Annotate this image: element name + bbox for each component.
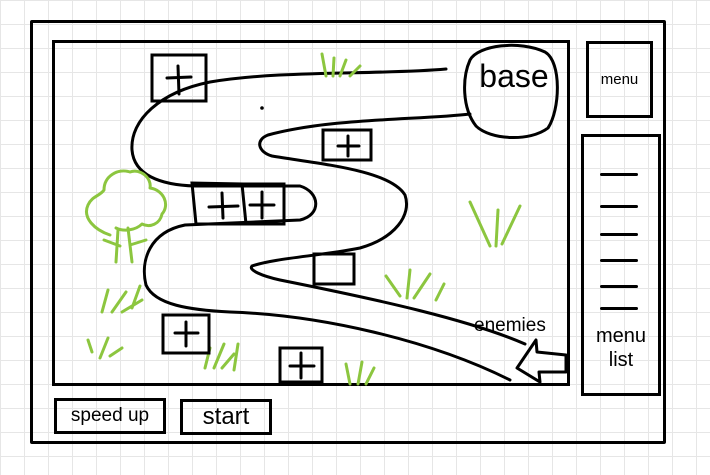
plus-icon [288,351,316,380]
base-marker [463,43,559,139]
tree-icon [85,169,167,264]
plus-icon [173,320,200,348]
path-outer-edge [130,67,512,382]
tower-slot[interactable] [240,182,286,226]
base-label: base [479,58,549,94]
plus-icon [248,190,276,220]
menu-list-item[interactable] [600,205,638,208]
tower-slot[interactable] [278,346,324,384]
grass-icon [86,52,522,386]
menu-list-item[interactable] [600,173,638,176]
plus-icon [207,191,240,220]
speed-up-button[interactable]: speed up [54,398,166,434]
start-button[interactable]: start [180,399,272,435]
menu-list-item[interactable] [600,259,638,262]
enemy-spawn-arrow-icon [515,338,568,384]
stray-dot [260,106,264,110]
menu-list-item[interactable] [600,307,638,310]
game-map[interactable] [52,40,570,386]
path-inner-edge [249,112,527,346]
tower-slot[interactable] [161,313,211,355]
menu-list-item[interactable] [600,233,638,236]
tower-slot[interactable] [150,53,208,103]
menu-list-item[interactable] [600,285,638,288]
menu-list: menu list [581,134,661,396]
tower-slot[interactable] [321,128,373,162]
enemies-label: enemies [474,315,546,336]
menu-list-label: menu list [595,325,647,371]
menu-button[interactable]: menu [586,41,653,118]
plus-icon [165,64,193,96]
tower-slot[interactable] [190,181,248,226]
tower-slot[interactable] [312,252,356,286]
plus-icon [336,134,361,158]
window-frame [30,20,666,444]
